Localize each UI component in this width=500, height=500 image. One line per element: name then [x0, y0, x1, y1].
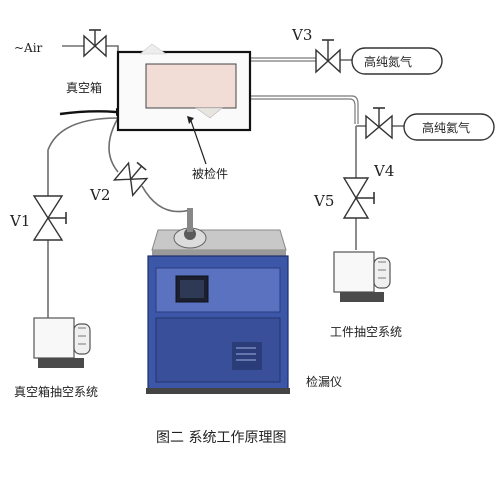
workpiece-line-a: [236, 95, 359, 124]
helium-cylinder: [403, 113, 495, 141]
v4-valve-icon: [365, 107, 393, 140]
fixture-mark-bottom: [195, 107, 223, 119]
v5-label: V5: [313, 192, 334, 210]
nitrogen-cylinder: [351, 47, 443, 75]
leak-detector-icon: [146, 208, 290, 394]
v2-valve-icon: [112, 161, 149, 198]
diagram-caption: 图二 系统工作原理图: [156, 430, 286, 446]
v1-upper-pipe: [47, 117, 119, 196]
test-piece-pointer: [189, 117, 207, 165]
workpiece-pump-icon: [333, 251, 391, 302]
v1-label: V1: [9, 212, 30, 230]
v2-upper-pipe: [108, 117, 119, 173]
v3-label: V3: [291, 26, 312, 44]
workpiece-pump-label: 工件抽空系统: [330, 325, 402, 339]
air-label: ~Air: [14, 41, 43, 55]
nitrogen-label: 高纯氮气: [364, 54, 412, 69]
flow-arrow-line: [59, 110, 117, 116]
test-piece: [145, 63, 237, 109]
v4-label: V4: [373, 162, 394, 180]
vacuum-pump-label: 真空箱抽空系统: [14, 384, 98, 399]
air-to-box-pipe: [106, 45, 119, 52]
v1-valve-icon: [32, 195, 67, 241]
leak-detector-label: 检漏仪: [306, 374, 342, 389]
v3-valve-icon: [315, 39, 341, 74]
helium-label: 高纯氦气: [422, 120, 470, 135]
fixture-mark-top: [139, 43, 167, 55]
vacuum-pump-icon: [33, 317, 91, 368]
air-valve-icon: [83, 29, 107, 58]
test-piece-label: 被检件: [192, 166, 228, 181]
workpiece-line-b: [236, 98, 356, 124]
v2-label: V2: [89, 186, 110, 204]
v5-valve-icon: [342, 177, 375, 219]
test-piece-pointer-head: [187, 116, 194, 124]
v2-lower-pipe: [141, 185, 191, 224]
vacuum-box-label: 真空箱: [66, 80, 102, 95]
